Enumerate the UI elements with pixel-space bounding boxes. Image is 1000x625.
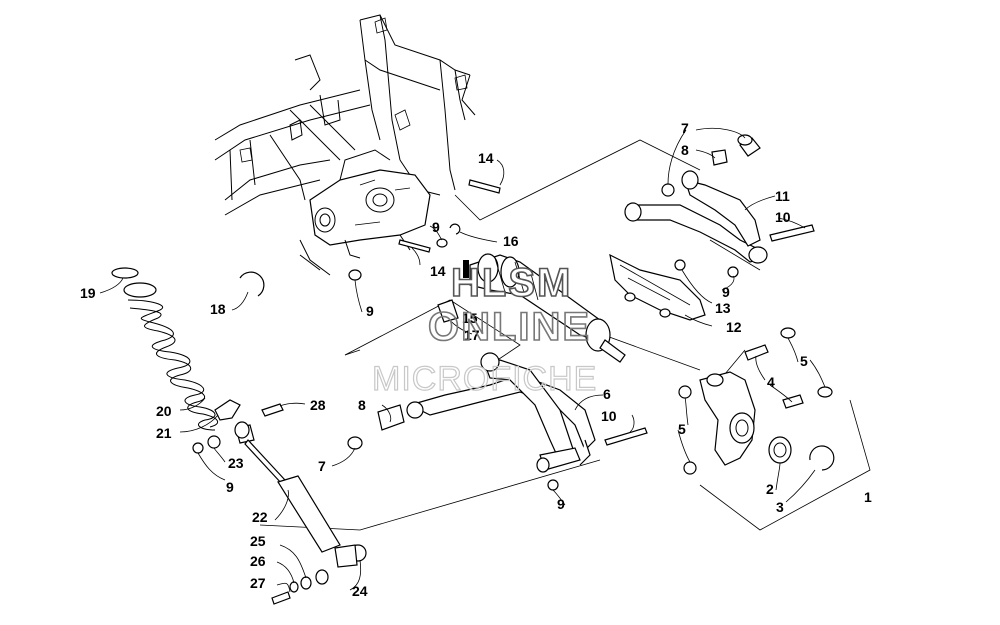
- callout-9-lower-arm: 9: [557, 496, 565, 512]
- callout-22: 22: [252, 509, 268, 525]
- callout-8-lower: 8: [358, 397, 366, 413]
- callout-12: 12: [726, 319, 742, 335]
- callout-6: 6: [603, 386, 611, 402]
- coil-spring: [111, 267, 265, 431]
- callout-3: 3: [776, 499, 784, 515]
- callout-15: 15: [462, 310, 478, 326]
- callout-9-frame: 9: [366, 303, 374, 319]
- callout-19: 19: [80, 285, 96, 301]
- callout-7-lower: 7: [318, 458, 326, 474]
- frame: [214, 14, 476, 276]
- callout-24: 24: [352, 583, 368, 599]
- callout-10-upper: 10: [775, 209, 791, 225]
- callout-4: 4: [767, 374, 775, 390]
- callout-27: 27: [250, 575, 266, 591]
- callout-1: 1: [864, 489, 872, 505]
- callout-26: 26: [250, 553, 266, 569]
- shock-absorber: [192, 403, 367, 605]
- callout-leaders: [99, 127, 826, 593]
- callout-5-lower: 5: [678, 421, 686, 437]
- callout-20: 20: [156, 403, 172, 419]
- watermark: HLSM ONLINE MICROFICHE: [371, 260, 597, 398]
- watermark-line-3: MICROFICHE: [372, 360, 597, 398]
- gearcase: [309, 149, 431, 259]
- callout-17: 17: [464, 327, 480, 343]
- upper-a-arm: [624, 134, 815, 278]
- skid-plate: [609, 253, 706, 321]
- callout-11: 11: [775, 188, 790, 204]
- callout-7-upper: 7: [681, 120, 689, 136]
- callout-14-upper: 14: [478, 150, 494, 166]
- callout-21: 21: [156, 425, 172, 441]
- callout-labels: 1 2 3 4 5 5 6 7 7 8 8 9 9 9 9 9 10 10 11…: [80, 120, 872, 599]
- callout-14-lower: 14: [430, 263, 446, 279]
- watermark-line-1: HLSM: [451, 261, 572, 305]
- drive-axle: [437, 253, 626, 363]
- callout-2: 2: [766, 481, 774, 497]
- callout-18: 18: [210, 301, 226, 317]
- callout-9-gearcase: 9: [432, 219, 440, 235]
- callout-9-upper-arm: 9: [722, 284, 730, 300]
- callout-8-upper: 8: [681, 142, 689, 158]
- callout-28: 28: [310, 397, 326, 413]
- callout-5-upper: 5: [800, 353, 808, 369]
- callout-13: 13: [715, 300, 731, 316]
- steering-knuckle: [678, 327, 835, 475]
- callout-9-shock: 9: [226, 479, 234, 495]
- callout-23: 23: [228, 455, 244, 471]
- callout-25: 25: [250, 533, 266, 549]
- callout-16: 16: [503, 233, 519, 249]
- leader-lines: [259, 139, 871, 531]
- watermark-line-2: ONLINE: [428, 305, 591, 349]
- callout-10-lower: 10: [601, 408, 617, 424]
- hardware: [348, 179, 501, 281]
